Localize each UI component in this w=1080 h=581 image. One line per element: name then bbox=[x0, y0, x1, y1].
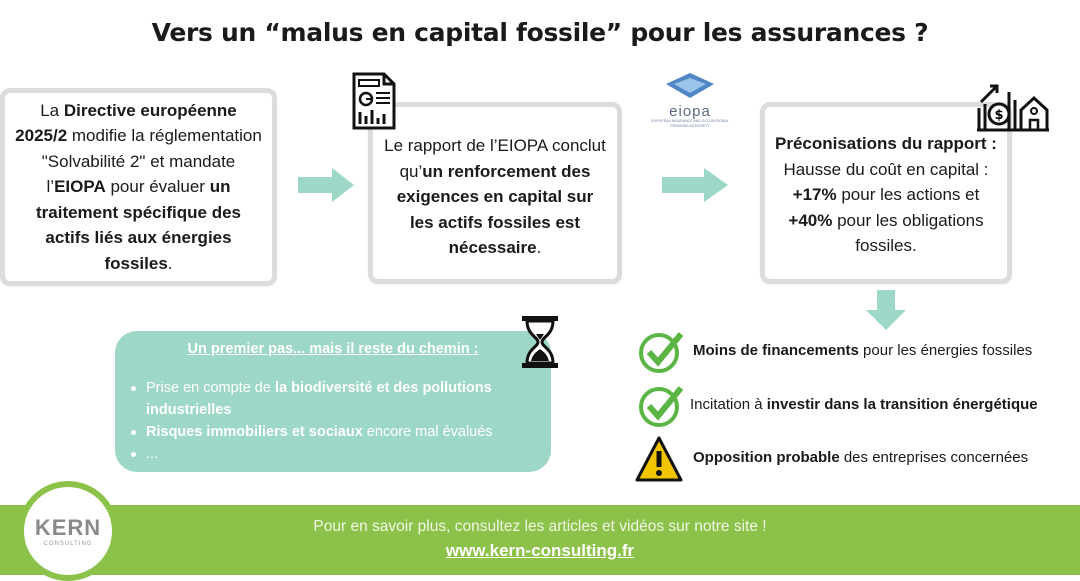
text-bold: EIOPA bbox=[54, 177, 106, 197]
next-steps-list: Prise en compte de la biodiversité et de… bbox=[131, 377, 546, 465]
text: pour les énergies fossiles bbox=[858, 342, 1033, 359]
website-link[interactable]: www.kern-consulting.fr bbox=[445, 541, 635, 560]
outcome-less-funding: Moins de financements pour les énergies … bbox=[693, 342, 1032, 359]
arrow-down-icon bbox=[866, 290, 906, 330]
list-item: ... bbox=[131, 443, 546, 465]
text-bold: la biodiversité et des pollutions indust… bbox=[146, 380, 492, 418]
text: Hausse du coût en capital : bbox=[783, 159, 989, 179]
text-bold: investir dans la transition énergétique bbox=[766, 396, 1038, 413]
arrow-right-icon bbox=[298, 168, 354, 202]
text-bold: +17% bbox=[792, 185, 837, 205]
eiopa-logo: eiopa EUROPEAN INSURANCE AND OCCUPATIONA… bbox=[645, 72, 735, 128]
outcome-transition-incentive: Incitation à investir dans la transition… bbox=[690, 396, 1038, 413]
text-bold: Directive européenne 2025/2 bbox=[15, 100, 237, 146]
text-bold: Risques immobiliers et sociaux bbox=[146, 424, 363, 440]
text: pour les actions et bbox=[836, 185, 980, 205]
text: pour évaluer bbox=[105, 177, 210, 197]
text: . bbox=[167, 253, 173, 273]
footer-text: Pour en savoir plus, consultez les artic… bbox=[313, 518, 767, 535]
text: modifie la réglementation "Solvabilité 2… bbox=[41, 126, 262, 197]
text-bold: un traitement spécifique des actifs liés… bbox=[35, 177, 241, 273]
svg-text:$: $ bbox=[994, 108, 1003, 123]
text-bold: +40% bbox=[788, 210, 833, 230]
text: ... bbox=[146, 446, 159, 462]
text-bold: Préconisations du rapport : bbox=[775, 134, 997, 154]
text: La bbox=[40, 100, 64, 120]
recommendations-box: Préconisations du rapport : Hausse du coû… bbox=[760, 102, 1012, 284]
eiopa-logo-text: eiopa bbox=[669, 103, 711, 120]
footer bbox=[0, 505, 1080, 575]
text: . bbox=[536, 238, 542, 258]
text-bold: Opposition probable bbox=[693, 449, 840, 466]
check-icon bbox=[639, 332, 684, 373]
directive-box: La Directive européenne 2025/2 modifie l… bbox=[0, 88, 277, 286]
text: pour les obligations fossiles. bbox=[832, 210, 984, 256]
text-bold: Moins de financements bbox=[693, 342, 859, 359]
next-steps-box: Un premier pas... mais il reste du chemi… bbox=[115, 331, 551, 472]
next-steps-title: Un premier pas... mais il reste du chemi… bbox=[187, 341, 479, 357]
check-icon bbox=[639, 386, 684, 427]
list-item: Prise en compte de la biodiversité et de… bbox=[131, 377, 546, 421]
page-title: Vers un “malus en capital fossile” pour … bbox=[151, 18, 929, 47]
arrow-right-icon bbox=[662, 168, 728, 202]
eiopa-emblem-icon bbox=[666, 73, 714, 98]
text: Incitation à bbox=[690, 396, 767, 413]
report-document-icon bbox=[352, 72, 396, 130]
logo-subtitle: CONSULTING bbox=[43, 541, 93, 547]
hourglass-icon bbox=[522, 316, 558, 368]
text: encore mal évalués bbox=[362, 424, 493, 440]
logo-name: KERN bbox=[34, 515, 102, 540]
outcome-opposition: Opposition probable des entreprises conc… bbox=[693, 449, 1028, 466]
kern-logo: KERN CONSULTING bbox=[18, 481, 118, 581]
list-item: Risques immobiliers et sociaux encore ma… bbox=[131, 421, 546, 443]
eiopa-report-box: Le rapport de l’EIOPA conclut qu’un renf… bbox=[368, 102, 622, 284]
text: Prise en compte de bbox=[146, 380, 275, 396]
eiopa-logo-subtitle: EUROPEAN INSURANCE AND OCCUPATIONAL PENS… bbox=[651, 119, 729, 128]
text-bold: un renforcement des exigences en capital… bbox=[396, 161, 594, 258]
warning-icon bbox=[635, 436, 683, 482]
text: Le rapport de l’EIOPA conclut qu’ bbox=[384, 136, 606, 181]
text: des entreprises concernées bbox=[839, 449, 1029, 466]
finance-house-icon: $ bbox=[977, 84, 1049, 132]
